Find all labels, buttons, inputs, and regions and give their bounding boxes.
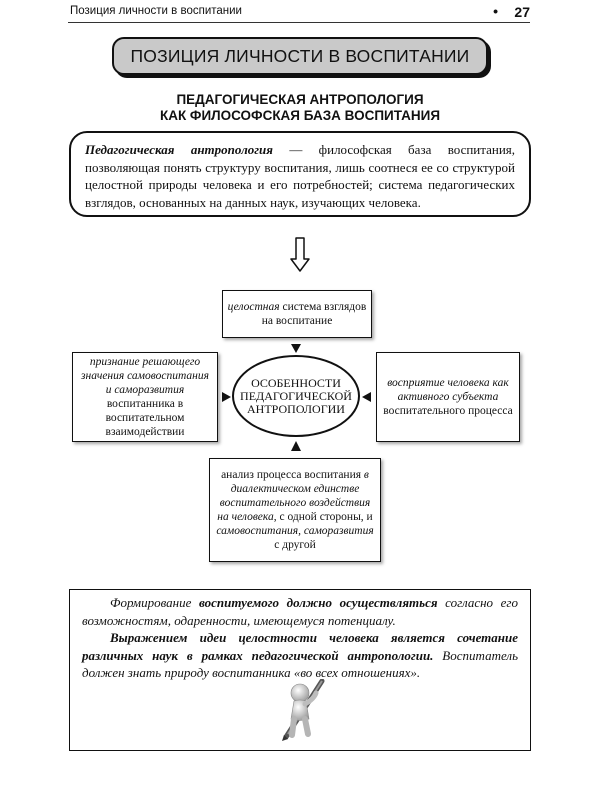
feature-right-text: воспитательного процесса xyxy=(383,405,513,417)
center-concept-label: ОСОБЕННОСТИ ПЕДАГОГИЧЕСКОЙ АНТРОПОЛОГИИ xyxy=(234,377,358,416)
feature-bottom-part-1: анализ процесса воспитания xyxy=(221,469,364,481)
feature-box-holistic: целостная система взглядов на воспитание xyxy=(222,290,372,338)
person-with-pen-icon xyxy=(276,679,330,741)
feature-top-italic: целостная xyxy=(228,301,280,313)
conclusion-paragraph-1: Формирование воспитуемого должно осущест… xyxy=(82,594,518,629)
arrowhead-left xyxy=(222,392,231,402)
center-concept-ellipse: ОСОБЕННОСТИ ПЕДАГОГИЧЕСКОЙ АНТРОПОЛОГИИ xyxy=(232,355,360,437)
conclusion-p1-start: Формирование xyxy=(110,595,199,610)
feature-left-text: воспитанника в воспитательном взаимодейс… xyxy=(106,398,185,438)
feature-left-italic: признание решающего значения самовоспита… xyxy=(81,356,209,396)
feature-box-active-subject: восприятие человека как активного субъек… xyxy=(376,352,520,442)
arrowhead-top xyxy=(291,344,301,353)
conclusion-p1-emphasis: воспитуемого должно осуществляться xyxy=(199,595,438,610)
conclusion-paragraph-2: Выражением идеи целостности человека явл… xyxy=(82,629,518,682)
feature-bottom-part-2: , с одной стороны, и xyxy=(274,511,373,523)
feature-bottom-part-3: с другой xyxy=(274,539,316,551)
arrowhead-right xyxy=(362,392,371,402)
arrowhead-bottom xyxy=(291,441,301,451)
feature-right-italic: восприятие человека как активного субъек… xyxy=(387,377,509,403)
feature-bottom-italic-2: самовоспитания, саморазвития xyxy=(216,525,373,537)
feature-box-self-education: признание решающего значения самовоспита… xyxy=(72,352,218,442)
feature-box-dialectic-analysis: анализ процесса воспитания в диалектичес… xyxy=(209,458,381,562)
